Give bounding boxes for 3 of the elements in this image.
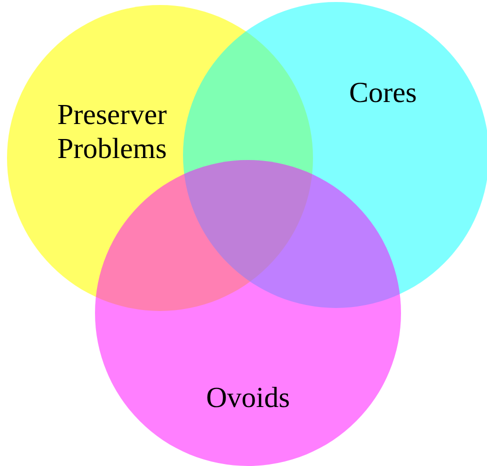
set-label: Cores <box>348 76 418 110</box>
set-label: Preserver Problems <box>56 98 168 166</box>
set-label: Ovoids <box>205 381 291 415</box>
